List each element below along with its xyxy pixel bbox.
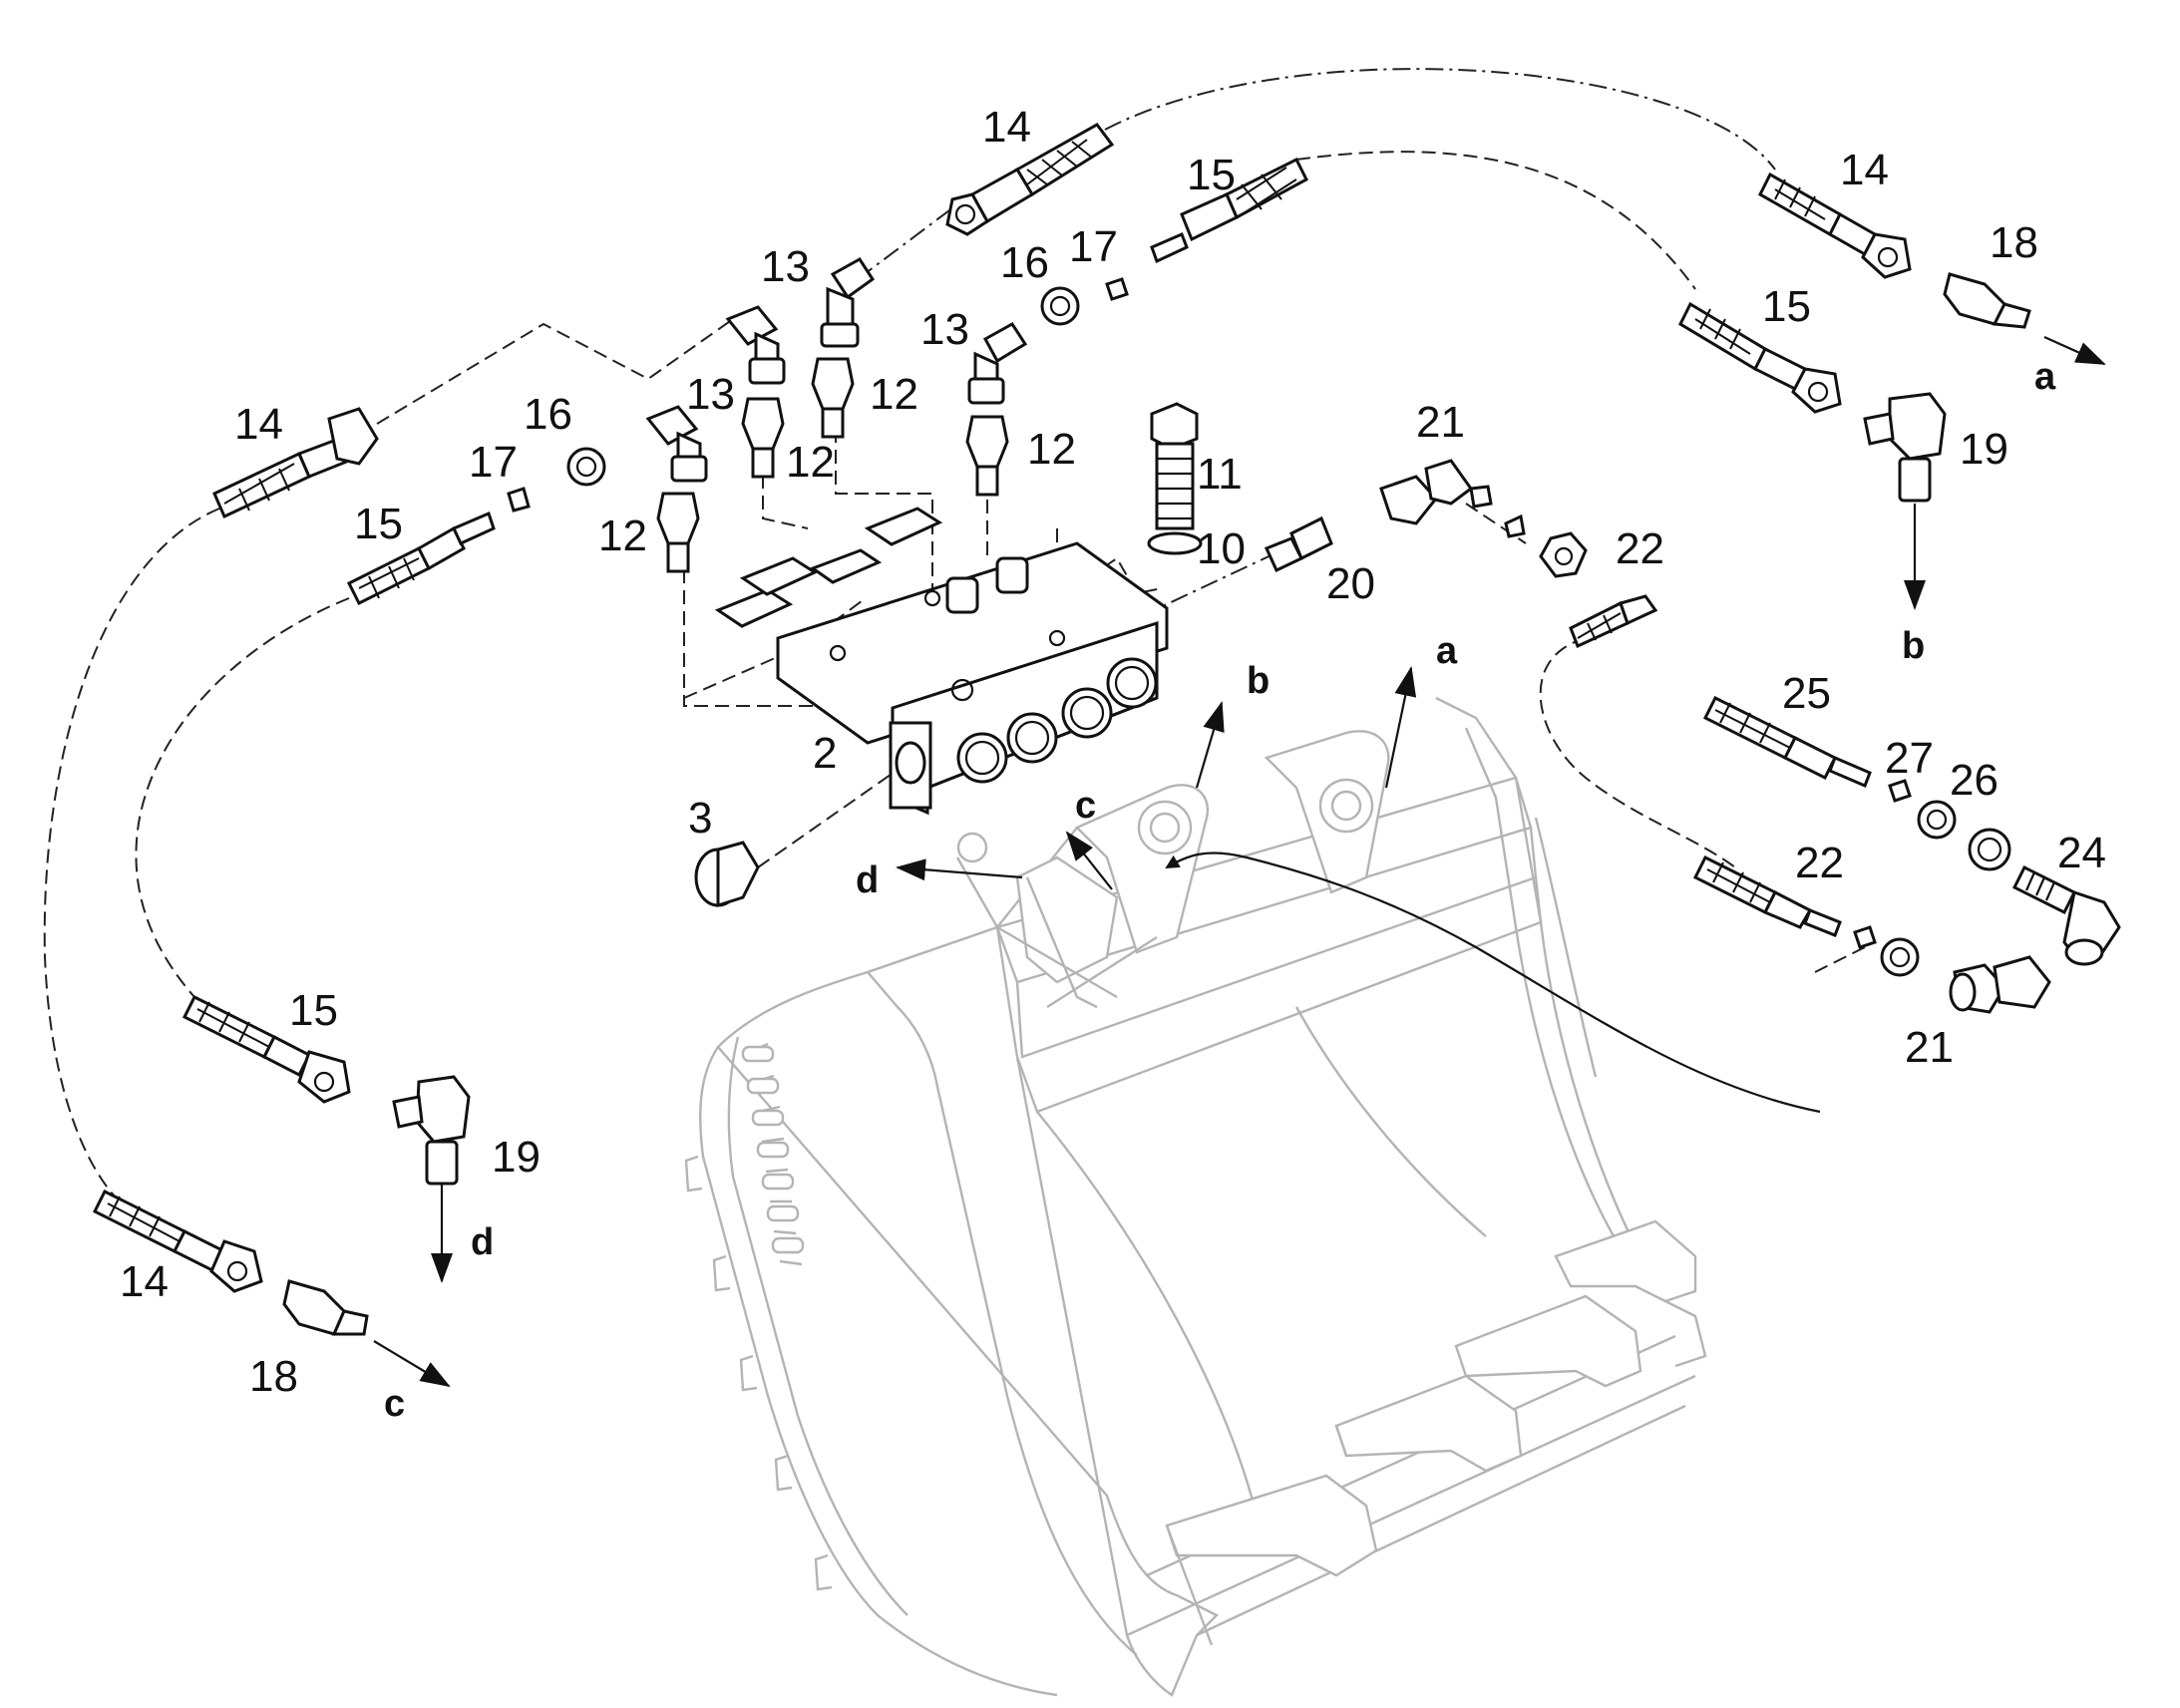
callout-22: 22 [1795, 839, 1844, 887]
hose-15-left [346, 511, 496, 606]
bolt-11-washer-10 [1147, 402, 1203, 555]
callout-2: 2 [813, 729, 837, 778]
side-plate-slots [741, 1042, 805, 1266]
hose-22-lower [1692, 854, 1920, 977]
hose-14-left-lower [92, 1189, 263, 1293]
callout-15: 15 [1762, 282, 1811, 331]
hose-14-top [945, 123, 1115, 236]
callout-21: 21 [1416, 398, 1465, 447]
parts-16-17-top [1040, 277, 1129, 326]
hose-14-right [1758, 171, 1912, 279]
callout-20: 20 [1326, 559, 1375, 608]
arrow-letter-a: a [1436, 630, 1458, 672]
callout-14: 14 [120, 1257, 169, 1306]
callout-14: 14 [1840, 146, 1889, 194]
callout-11: 11 [1197, 450, 1243, 499]
callout-15: 15 [354, 500, 403, 548]
callout-labels: 14 15 13 16 17 13 12 12 12 14 14 18 15 1… [120, 103, 2106, 1401]
callout-14: 14 [982, 103, 1031, 152]
tee-19-right [1863, 392, 1947, 503]
callout-14: 14 [234, 400, 283, 449]
callout-22: 22 [1616, 524, 1664, 573]
distributor-block [714, 507, 1169, 816]
arrow-letter-labels: a b b a c d d c [384, 356, 2056, 1425]
callout-3: 3 [688, 794, 712, 843]
arrow-letter-d: d [856, 859, 879, 901]
callout-13: 13 [686, 370, 735, 419]
hose-25 [1702, 695, 1872, 788]
callout-18: 18 [249, 1352, 298, 1401]
arrow-letter-c: c [384, 1383, 405, 1425]
arrow-letter-b: b [1902, 625, 1925, 667]
callout-12: 12 [598, 512, 647, 560]
hose-15-right [1678, 301, 1842, 414]
callout-12: 12 [1027, 425, 1076, 474]
callout-17: 17 [469, 438, 518, 487]
hose-14-left-upper [212, 407, 379, 519]
arrow-letter-a: a [2034, 356, 2056, 398]
plug-3 [694, 841, 760, 908]
block-plugs [829, 589, 1158, 784]
callout-18: 18 [1990, 218, 2038, 267]
elbow-13-mid [967, 322, 1028, 405]
callout-27: 27 [1885, 734, 1934, 783]
callout-19: 19 [492, 1133, 541, 1182]
elbow-21-lower [1949, 955, 2051, 1014]
callout-10: 10 [1197, 524, 1246, 573]
parts-27-26-24 [1888, 779, 2121, 966]
callout-13: 13 [761, 242, 810, 291]
fitting-12s [656, 357, 1009, 573]
hose-15-left-lower [182, 994, 351, 1104]
elbow-13-top [820, 257, 876, 348]
callout-13: 13 [920, 305, 969, 354]
bucket-teeth [1165, 1219, 1697, 1646]
hose-15-top [1150, 157, 1308, 264]
callout-26: 26 [1950, 756, 1998, 805]
adapter-18-left [282, 1279, 369, 1336]
callout-15: 15 [289, 986, 338, 1035]
hose-22-top [1569, 594, 1658, 649]
callout-19: 19 [1960, 425, 2008, 474]
callout-24: 24 [2057, 829, 2106, 877]
callout-15: 15 [1187, 151, 1236, 199]
callout-12: 12 [786, 438, 835, 487]
callout-12: 12 [870, 370, 918, 419]
fitting-20-elbow-21-top [1264, 459, 1588, 578]
tee-19-left [392, 1075, 471, 1186]
callout-16: 16 [524, 390, 572, 439]
arrow-letter-d: d [471, 1221, 494, 1263]
adapter-18-right [1943, 272, 2031, 329]
elbow-13-left [645, 305, 786, 483]
callout-16: 16 [1000, 238, 1049, 287]
arrow-letter-b: b [1247, 660, 1270, 702]
flow-arrows [373, 335, 2106, 1388]
bucket-mounting-lugs [955, 730, 1390, 1009]
arrow-letter-c: c [1075, 785, 1096, 827]
callout-25: 25 [1782, 669, 1831, 718]
parts-16-17-left [507, 447, 606, 512]
bucket-illustration [684, 696, 1707, 1697]
callout-17: 17 [1069, 222, 1118, 271]
callout-21: 21 [1905, 1023, 1954, 1072]
